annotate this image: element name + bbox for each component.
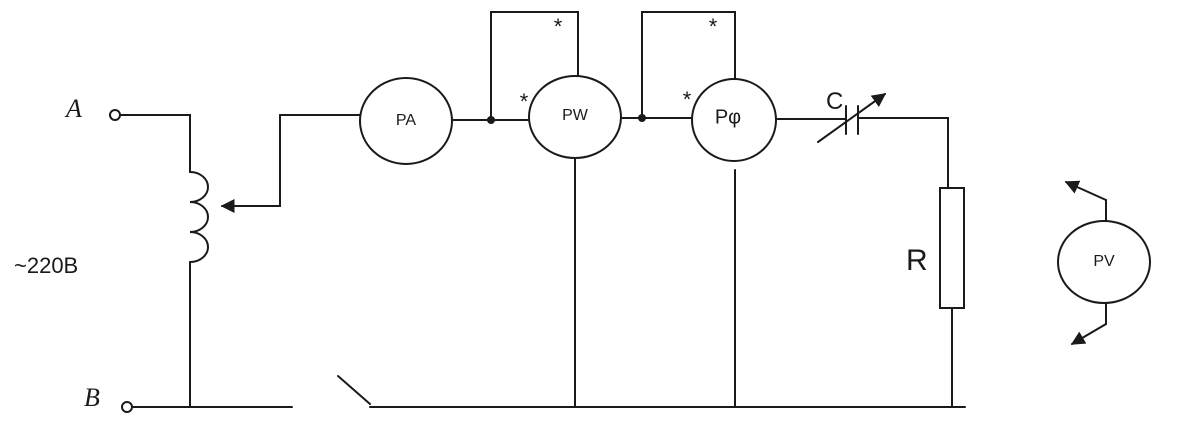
capacitor-variable-arrow [817,93,887,143]
supply-voltage-label: ~220B [14,253,79,278]
capacitor-label: C [826,88,844,115]
autotransformer-coil [189,171,209,263]
pv-probe-bottom [1070,302,1107,345]
terminal-b [121,401,133,413]
pv-probe-top [1064,180,1107,222]
voltmeter-label: PV [1093,253,1115,270]
phase-meter-label: Pφ [714,106,742,129]
pphi-voltage-loop [641,11,736,119]
resistor-r [939,187,965,309]
switch-blade [337,375,371,405]
voltmeter-pv [1057,220,1151,304]
autotransformer-slider [220,114,281,213]
pphi-voltage-polarity-mark: * [708,14,718,39]
pw-voltage-loop [490,11,579,121]
wire-a-to-coil [119,114,191,173]
wire-c-to-r [857,117,949,189]
pw-voltage-polarity-mark: * [553,14,563,39]
resistor-label: R [906,244,928,277]
terminal-b-label: B [84,383,100,412]
terminal-a-label: A [66,94,82,123]
ammeter-label: PA [395,112,417,129]
pw-current-polarity-mark: * [519,89,529,114]
terminal-a [109,109,121,121]
pphi-current-polarity-mark: * [682,87,692,112]
wattmeter-label: PW [562,107,588,124]
